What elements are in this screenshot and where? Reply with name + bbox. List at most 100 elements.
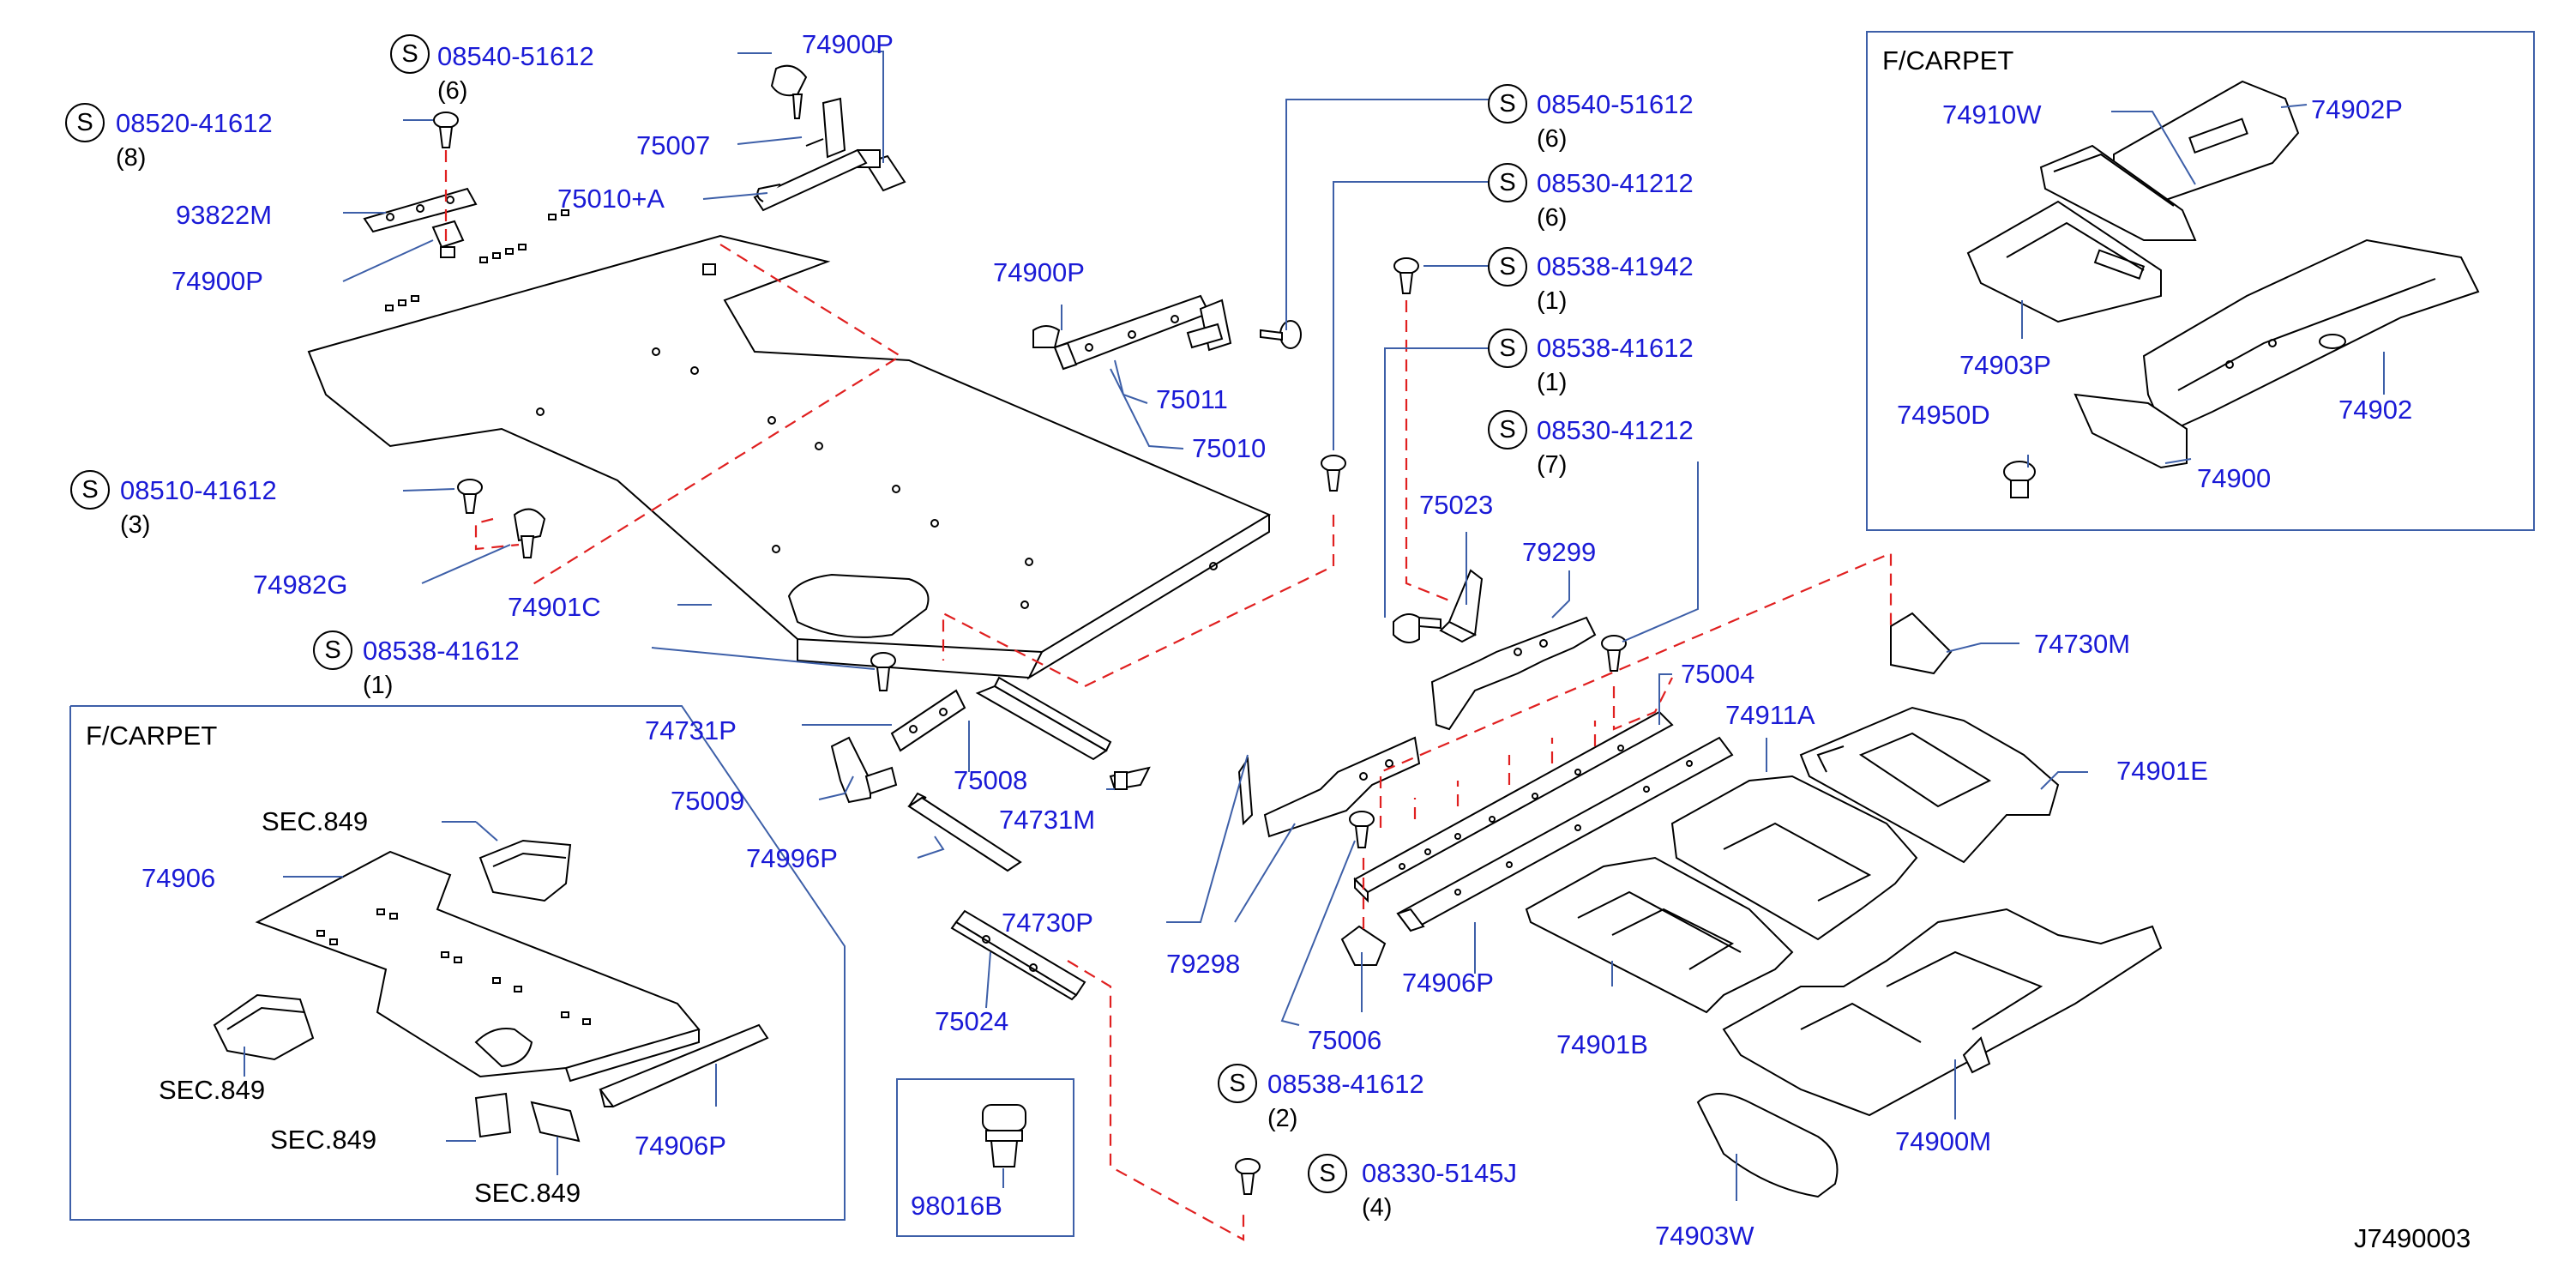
part-qty: (6): [1537, 125, 1568, 153]
inset-label[interactable]: 74900: [2197, 463, 2272, 493]
s-symbol: S: [1218, 1064, 1257, 1103]
inset-label: SEC.849: [474, 1178, 581, 1208]
part-label[interactable]: 75006: [1308, 1025, 1382, 1055]
part-label[interactable]: 74996P: [746, 843, 838, 873]
main-floor-carpet: [307, 209, 1272, 680]
part-label[interactable]: 74911A: [1725, 700, 1815, 730]
inset-label: SEC.849: [159, 1075, 266, 1105]
carpet-74903W: [1696, 1093, 1839, 1198]
bracket-74730M: [1890, 612, 1953, 675]
inset-title: F/CARPET: [86, 721, 218, 751]
right-inset-box: [1866, 31, 2535, 531]
part-label[interactable]: 93822M: [176, 200, 273, 230]
part-label[interactable]: 08538-41942: [1537, 251, 1694, 281]
part-label[interactable]: 74901C: [508, 592, 601, 622]
part-label[interactable]: 08530-41212: [1537, 415, 1694, 445]
left-inset-border: [69, 705, 846, 1221]
part-label[interactable]: 75007: [636, 130, 711, 160]
carpet-74901B: [1525, 856, 1794, 1014]
part-label[interactable]: 08520-41612: [116, 108, 273, 138]
part-label[interactable]: 08530-41212: [1537, 168, 1694, 198]
part-label[interactable]: 08540-51612: [1537, 89, 1694, 119]
carpet-74911A: [1670, 775, 1918, 941]
part-qty: (1): [1537, 287, 1568, 315]
part-label[interactable]: 08538-41612: [1267, 1069, 1424, 1099]
part-qty: (6): [437, 77, 468, 105]
assembly-lines: [444, 150, 1893, 1241]
part-qty: (6): [1537, 204, 1568, 232]
plates-79299-79298: [1237, 616, 1597, 838]
part-label[interactable]: 74900P: [802, 29, 894, 59]
box-98016B: [896, 1078, 1074, 1237]
part-label[interactable]: 75004: [1681, 659, 1755, 689]
inset-label: SEC.849: [262, 806, 369, 836]
s-symbol: S: [1488, 247, 1527, 287]
part-label[interactable]: 79298: [1166, 949, 1241, 979]
inset-label[interactable]: 74906: [141, 863, 216, 893]
part-label[interactable]: 75008: [954, 765, 1028, 795]
right-inset-drawing: [1966, 80, 2480, 498]
carpet-74900M: [1722, 908, 2163, 1117]
part-qty: (2): [1267, 1105, 1298, 1132]
left-inset-drawing: [213, 821, 769, 1175]
part-label[interactable]: 74731P: [645, 715, 737, 745]
part-label[interactable]: 74730M: [2034, 629, 2131, 659]
center-bracket-set: [830, 676, 1151, 872]
s-symbol: S: [1488, 163, 1527, 202]
part-label[interactable]: 74900P: [172, 266, 263, 296]
s-symbol: S: [390, 34, 430, 74]
part-qty: (1): [1537, 369, 1568, 396]
right-screws-column: [1235, 257, 1627, 1195]
drawing-number: J7490003: [2354, 1223, 2471, 1253]
part-label[interactable]: 75023: [1419, 490, 1494, 520]
part-label[interactable]: 98016B: [911, 1191, 1002, 1221]
s-symbol: S: [70, 470, 110, 510]
s-symbol: S: [313, 630, 352, 670]
carpet-74901E: [1799, 706, 2060, 864]
part-label[interactable]: 79299: [1522, 537, 1597, 567]
part-label[interactable]: 74906P: [1402, 968, 1494, 998]
left-screws: [457, 479, 896, 691]
rear-bracket-set: [1032, 294, 1302, 371]
part-label[interactable]: 08538-41612: [363, 636, 520, 666]
s-symbol: S: [1308, 1154, 1347, 1193]
part-qty: (7): [1537, 451, 1568, 479]
part-qty: (3): [120, 511, 151, 539]
inset-label[interactable]: 74902: [2338, 395, 2413, 425]
part-label[interactable]: 08540-51612: [437, 41, 594, 71]
part-qty: (4): [1362, 1194, 1393, 1222]
part-label[interactable]: 74900M: [1895, 1126, 1992, 1156]
part-label[interactable]: 74901B: [1556, 1029, 1648, 1059]
inset-label[interactable]: 74902P: [2311, 94, 2403, 124]
part-label[interactable]: 75010: [1192, 433, 1267, 463]
inset-label[interactable]: 74906P: [635, 1131, 726, 1161]
part-label[interactable]: 74903W: [1655, 1221, 1754, 1251]
part-label[interactable]: 08538-41612: [1537, 333, 1694, 363]
s-symbol: S: [1488, 329, 1527, 368]
s-symbol: S: [1488, 410, 1527, 449]
part-label[interactable]: 74901E: [2116, 756, 2208, 786]
inset-label[interactable]: 74950D: [1897, 400, 1990, 430]
part-label[interactable]: 75010+A: [557, 184, 665, 214]
inset-title: F/CARPET: [1882, 45, 2014, 75]
top-left-hardware: [363, 64, 906, 258]
inset-label[interactable]: 74903P: [1959, 350, 2051, 380]
part-qty: (1): [363, 672, 394, 699]
part-qty: (8): [116, 144, 147, 172]
part-label[interactable]: 75009: [671, 786, 745, 816]
part-label[interactable]: 75011: [1156, 384, 1228, 414]
part-label[interactable]: 75024: [935, 1006, 1009, 1036]
part-label[interactable]: 74900P: [993, 257, 1085, 287]
part-label[interactable]: 08510-41612: [120, 475, 277, 505]
fastener-98016B: [982, 1104, 1026, 1188]
part-label[interactable]: 74982G: [253, 570, 348, 600]
inset-label[interactable]: 74910W: [1942, 100, 2042, 130]
part-label[interactable]: 74730P: [1002, 908, 1093, 938]
part-label[interactable]: 74731M: [999, 805, 1096, 835]
s-symbol: S: [65, 103, 105, 142]
inset-label: SEC.849: [270, 1125, 377, 1155]
part-label[interactable]: 08330-5145J: [1362, 1158, 1517, 1188]
sill-plates: [1340, 710, 1734, 966]
